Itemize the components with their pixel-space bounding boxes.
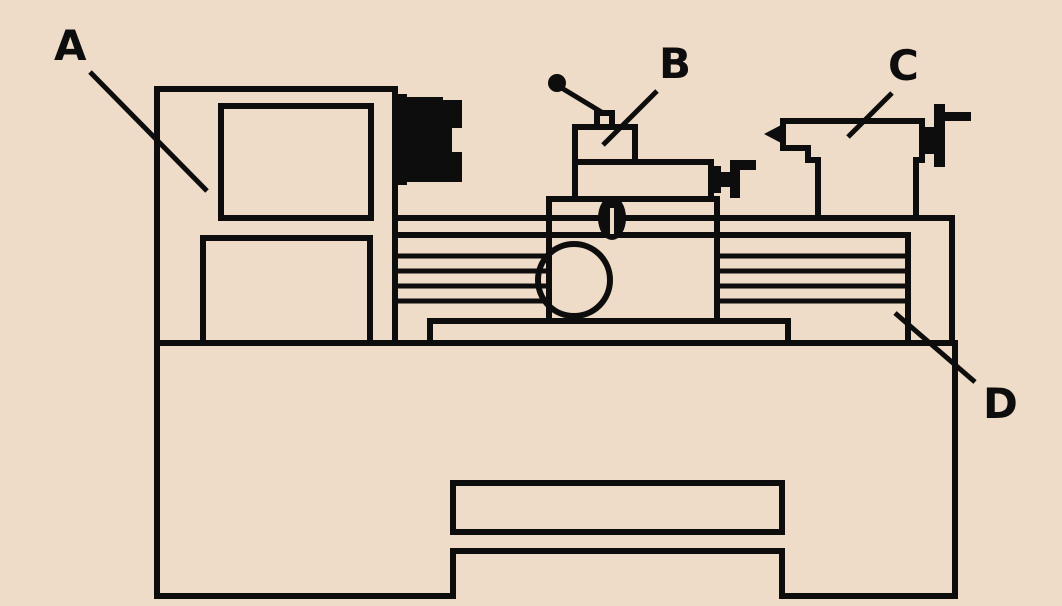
headstock: [154, 86, 398, 346]
headstock-lower-panel: [200, 235, 373, 346]
tool-post-handle-knob: [548, 74, 566, 92]
tool-post: [548, 74, 638, 165]
lead-screw-guard: [397, 232, 911, 343]
headstock-upper-panel: [218, 103, 374, 221]
leader-b: [601, 89, 659, 147]
leader-d: [893, 311, 977, 384]
lathe-base: [154, 340, 958, 599]
callout-a: A: [54, 21, 87, 70]
callout-c: C: [888, 41, 919, 90]
carriage-saddle: [427, 318, 791, 346]
apron-handwheel: [535, 241, 613, 319]
callout-b: B: [659, 39, 691, 88]
tailstock-center-point: [764, 124, 783, 144]
leader-a: [88, 70, 209, 193]
tailstock: [764, 104, 971, 221]
leader-c: [846, 91, 894, 139]
callout-d: D: [983, 379, 1018, 428]
chuck: [395, 94, 462, 185]
carriage-apron: [535, 196, 720, 324]
cross-slide: [572, 159, 756, 202]
base-drawer-panel: [450, 480, 785, 535]
